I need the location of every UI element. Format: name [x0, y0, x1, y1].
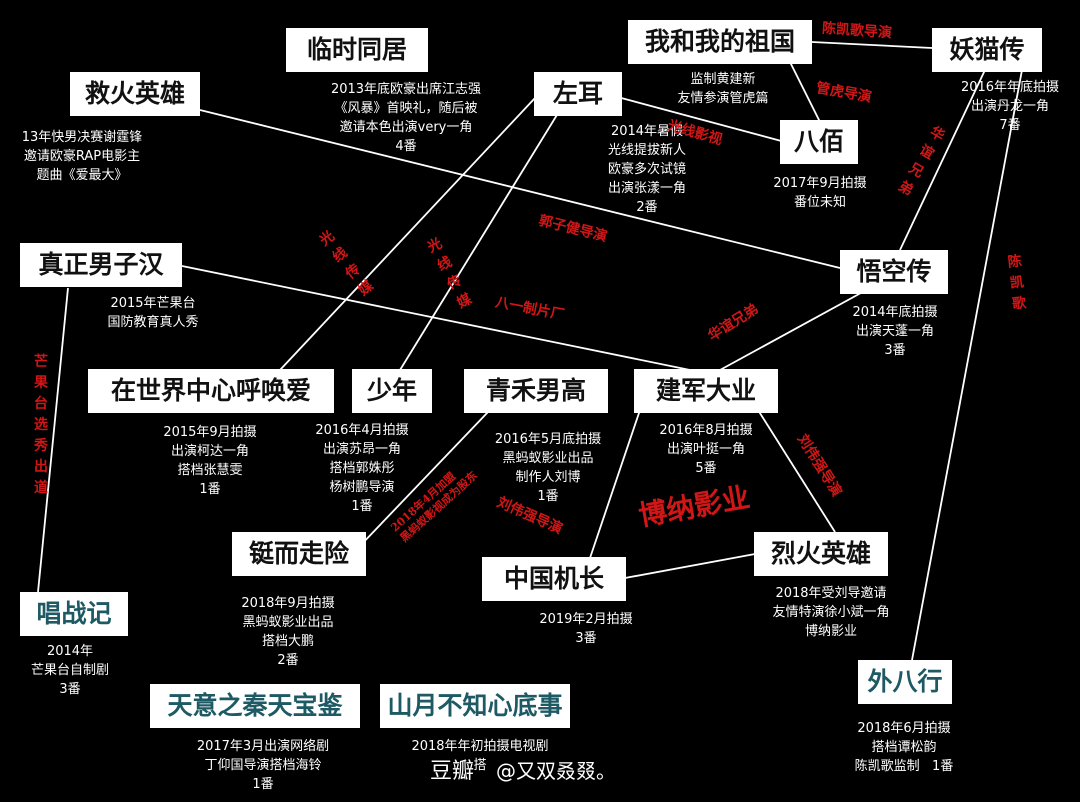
node-linshi-tongju: 临时同居: [286, 28, 428, 72]
node-zai-shijie-zhongxin: 在世界中心呼唤爱: [88, 369, 334, 413]
node-wo-he-wo-de-zuguo: 我和我的祖国: [628, 20, 812, 64]
node-yaomao-zhuan: 妖猫传: [932, 28, 1042, 72]
desc-linshi-tongju: 2013年底欧豪出席江志强 《风暴》首映礼，随后被 邀请本色出演very一角 4…: [330, 82, 482, 154]
edge-zhongguo-liehuo: [624, 553, 756, 579]
node-babai: 八佰: [780, 120, 858, 164]
node-shaonian: 少年: [352, 369, 432, 413]
desc-yaomao-zhuan: 2016年年底拍摄 出演丹龙一角 7番: [960, 80, 1060, 133]
edge-woheguo-yaomao: [811, 41, 933, 49]
douban-logo: 豆瓣: [430, 759, 475, 784]
node-changzhan-ji: 唱战记: [20, 592, 128, 636]
desc-zhongguo-jizhang: 2019年2月拍摄 3番: [539, 612, 633, 646]
edge-zuoer-zaishijie: [279, 97, 536, 371]
node-jianjun-daye: 建军大业: [634, 369, 778, 413]
node-tianyi-zhi-qin: 天意之秦天宝鉴: [150, 684, 360, 728]
edge-woheguo-babai: [789, 61, 821, 123]
node-wai-ba-hang: 外八行: [858, 660, 952, 704]
node-jiuhuo-yingxiong: 救火英雄: [70, 72, 200, 116]
watermark-text: @又双叒叕。: [496, 759, 617, 783]
desc-shaonian: 2016年4月拍摄 出演苏昂一角 搭档郭姝彤 杨树鹏导演 1番: [315, 423, 409, 514]
desc-wukong-zhuan: 2014年底拍摄 出演天蓬一角 3番: [852, 305, 938, 358]
edge-wukong-jianjun: [719, 287, 871, 371]
node-ting-er-zou-xian: 铤而走险: [232, 532, 366, 576]
desc-jiuhuo-yingxiong: 13年快男决赛谢霆锋 邀请欧豪RAP电影主 题曲《爱最大》: [21, 130, 143, 183]
node-zhongguo-jizhang: 中国机长: [482, 557, 626, 601]
node-zuoer: 左耳: [534, 72, 622, 116]
desc-zai-shijie-zhongxin: 2015年9月拍摄 出演柯达一角 搭档张慧雯 1番: [163, 425, 257, 497]
desc-wai-ba-hang: 2018年6月拍摄 搭档谭松韵 陈凯歌监制 1番: [854, 721, 954, 774]
edge-zuoer-babai: [609, 94, 786, 143]
edge-yaomao-waibahang: [911, 69, 1023, 661]
desc-jianjun-daye: 2016年8月拍摄 出演叶挺一角 5番: [659, 423, 753, 476]
edge-zuoer-shaonian: [399, 109, 561, 371]
edge-jianjun-zhongguo: [589, 409, 641, 559]
edge-label-mangguo: 芒果台选秀出道: [34, 354, 48, 496]
desc-zhenzheng-nanzihan: 2015年芒果台 国防教育真人秀: [107, 296, 199, 330]
desc-ting-er-zou-xian: 2018年9月拍摄 黑蚂蚁影业出品 搭档大鹏 2番: [241, 596, 335, 668]
desc-tianyi-zhi-qin: 2017年3月出演网络剧 丁仰国导演搭档海铃 1番: [196, 739, 330, 792]
desc-zuoer: 2014年暑假 光线提拔新人 欧豪多次试镜 出演张漾一角 2番: [607, 124, 686, 215]
node-liehuo-yingxiong: 烈火英雄: [754, 532, 888, 576]
desc-liehuo-yingxiong: 2018年受刘导邀请 友情特演徐小斌一角 博纳影业: [772, 586, 890, 639]
edge-jianjun-liehuo: [757, 409, 836, 533]
edge-yaomao-wukong: [899, 69, 986, 251]
node-zhenzheng-nanzihan: 真正男子汉: [20, 243, 182, 287]
edge-zhenzheng-changzhan: [37, 287, 69, 593]
node-wukong-zhuan: 悟空传: [840, 250, 948, 294]
desc-shanyue-buzhi: 2018年年初拍摄电视剧 搭: [411, 739, 549, 773]
desc-babai: 2017年9月拍摄 番位未知: [773, 176, 867, 210]
edge-zhenzheng-jianjun: [181, 265, 691, 371]
desc-wo-he-wo-de-zuguo: 监制黄建新 友情参演管虎篇: [677, 72, 769, 106]
desc-qinghe-nangao: 2016年5月底拍摄 黑蚂蚁影业出品 制作人刘博 1番: [494, 432, 602, 504]
edge-jiuhuo-wukong: [199, 109, 841, 269]
watermark: 豆瓣 @又双叒叕。: [430, 753, 616, 785]
node-qinghe-nangao: 青禾男高: [464, 369, 608, 413]
node-shanyue-buzhi: 山月不知心底事: [380, 684, 570, 728]
edge-qinghe-tingerzou: [357, 411, 489, 549]
desc-changzhan-ji: 2014年 芒果台自制剧 3番: [30, 644, 109, 697]
